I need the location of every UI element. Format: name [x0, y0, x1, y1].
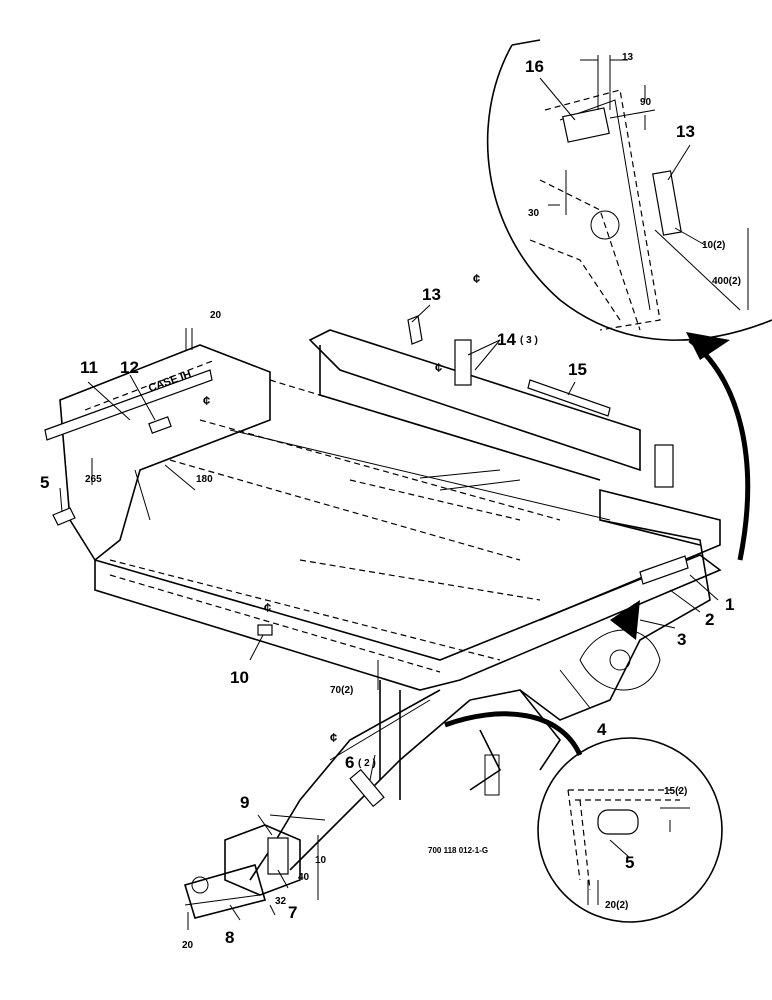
centerline-mark-2: ¢	[435, 360, 442, 375]
dim-180: 180	[196, 474, 213, 485]
callout-14-qty: ( 3 )	[520, 335, 538, 346]
dim-13: 13	[622, 52, 634, 63]
dim-20-top: 20	[210, 310, 222, 321]
callout-10: 10	[230, 668, 249, 687]
centerline-mark-1: ¢	[473, 271, 480, 286]
detail-circle-bottom	[444, 711, 723, 923]
dim-15: 15(2)	[664, 786, 687, 797]
decal-11-shape	[44, 369, 213, 441]
dim-32: 32	[275, 896, 287, 907]
arrow-3-shape	[610, 600, 640, 640]
header-frame	[59, 329, 722, 721]
decal-7-shape	[267, 837, 289, 875]
callout-16: 16	[525, 57, 544, 76]
decal-15-shape	[527, 379, 611, 417]
dim-90: 90	[640, 97, 652, 108]
callout-14: 14	[497, 330, 516, 349]
decal-5-detail-shape	[597, 809, 639, 835]
dim-70: 70(2)	[330, 685, 353, 696]
dim-265: 265	[85, 474, 102, 485]
callout-5-detail: 5	[625, 853, 634, 872]
dim-20-2: 20(2)	[605, 900, 628, 911]
decal-13-shape	[407, 315, 423, 345]
callout-3: 3	[677, 630, 686, 649]
dim-10-2: 10(2)	[702, 240, 725, 251]
callout-13-detail: 13	[676, 122, 695, 141]
callout-12: 12	[120, 358, 139, 377]
dim-10: 10	[315, 855, 327, 866]
callout-6: 6	[345, 753, 354, 772]
decal-right-post	[654, 444, 674, 488]
dim-400: 400(2)	[712, 276, 741, 287]
detail-circle-top	[486, 39, 772, 341]
centerline-mark-4: ¢	[264, 600, 271, 615]
callout-8: 8	[225, 928, 234, 947]
dim-40: 40	[298, 872, 310, 883]
centerline-mark-5: ¢	[330, 730, 337, 745]
decal-13-detail-shape	[652, 170, 682, 236]
callout-leaders	[59, 304, 719, 930]
callout-9: 9	[240, 793, 249, 812]
callout-4: 4	[597, 720, 607, 739]
callout-2: 2	[705, 610, 714, 629]
detail-arrow-top	[688, 338, 751, 561]
decal-10-shape	[257, 624, 273, 636]
callout-5: 5	[40, 473, 49, 492]
callout-11: 11	[80, 358, 98, 377]
callout-13: 13	[422, 285, 441, 304]
decal-12-shape	[148, 416, 172, 434]
callout-1: 1	[725, 595, 734, 614]
callout-6-qty: ( 2 )	[358, 758, 376, 769]
decal-1-shape	[639, 555, 689, 585]
drawing-number: 700 118 012-1-G	[428, 846, 488, 855]
callout-15: 15	[568, 360, 587, 379]
centerline-mark-3: ¢	[203, 393, 210, 408]
dim-20-bottom: 20	[182, 940, 194, 951]
decal-5-shape	[52, 507, 76, 526]
callout-7: 7	[288, 903, 297, 922]
decal-16-shape	[562, 107, 610, 143]
decal-6-shape	[349, 768, 385, 808]
decal-14-post	[454, 339, 472, 386]
frame-decals: CASE IH	[44, 315, 689, 640]
dim-30: 30	[528, 208, 540, 219]
